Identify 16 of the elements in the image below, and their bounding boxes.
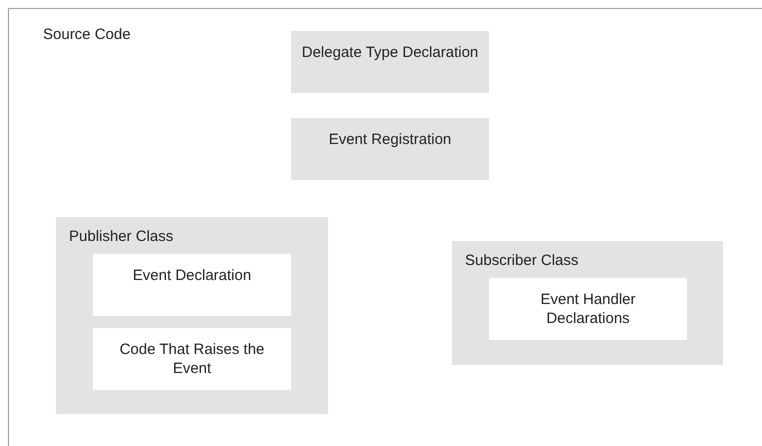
heading: Source Code [43, 25, 131, 44]
class-panel [56, 217, 328, 414]
process-box [489, 278, 687, 340]
box-label: Event Registration [328, 130, 452, 149]
diagram-frame [8, 8, 762, 446]
box-label: Event Handler Declarations [539, 290, 637, 328]
process-box [93, 254, 291, 316]
heading: Subscriber Class [465, 251, 578, 270]
heading: Publisher Class [69, 227, 174, 246]
process-box [93, 328, 291, 390]
process-box [291, 31, 489, 93]
process-box [291, 118, 489, 180]
class-panel [452, 241, 723, 365]
box-label: Code That Raises the Event [118, 340, 266, 378]
box-label: Delegate Type Declaration [300, 43, 480, 62]
box-label: Event Declaration [132, 266, 252, 285]
